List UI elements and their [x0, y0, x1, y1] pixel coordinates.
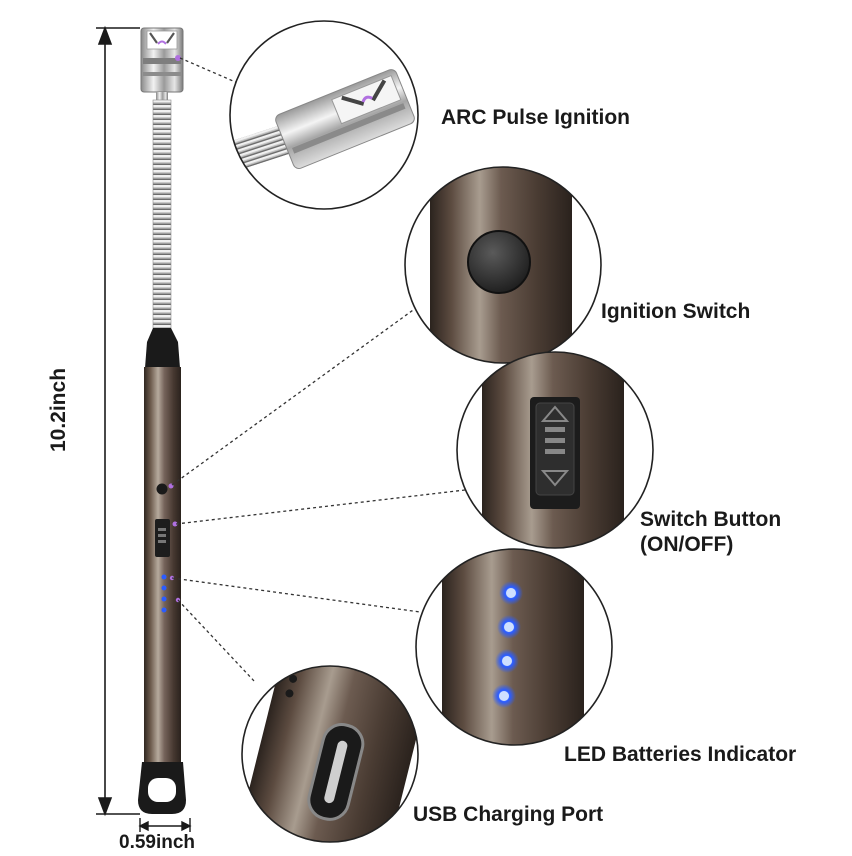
callout-usb-port — [241, 665, 419, 843]
arc-head — [140, 27, 184, 100]
callout-label-arc-ignition: ARC Pulse Ignition — [441, 106, 630, 129]
callout-ignition-switch — [404, 166, 602, 364]
ignition-switch-dot — [156, 483, 168, 495]
neck-collar — [145, 328, 180, 368]
callout-led-indicator — [415, 548, 613, 746]
slide-switch — [155, 519, 170, 557]
led-dots-small — [161, 574, 181, 613]
callout-arc-ignition — [229, 20, 419, 210]
width-dimension-label: 0.59inch — [119, 832, 196, 853]
ignition-button-icon — [467, 230, 531, 294]
callout-label-usb-port: USB Charging Port — [413, 803, 604, 826]
lighter-product — [138, 27, 186, 814]
led-lights — [492, 581, 523, 708]
callout-label-switch-button: Switch Button — [640, 508, 782, 531]
height-dimension-line — [96, 25, 140, 817]
callout-label-on-off: (ON/OFF) — [640, 533, 734, 556]
height-dimension-label: 10.2inch — [47, 367, 70, 453]
callout-switch-button — [456, 351, 654, 549]
flexible-neck — [152, 99, 172, 329]
lighter-body — [144, 367, 181, 765]
callout-label-ignition-switch: Ignition Switch — [601, 300, 751, 323]
callout-label-led-indicator: LED Batteries Indicator — [564, 743, 797, 766]
leader-lines — [171, 57, 466, 683]
width-dimension-line — [138, 818, 192, 832]
